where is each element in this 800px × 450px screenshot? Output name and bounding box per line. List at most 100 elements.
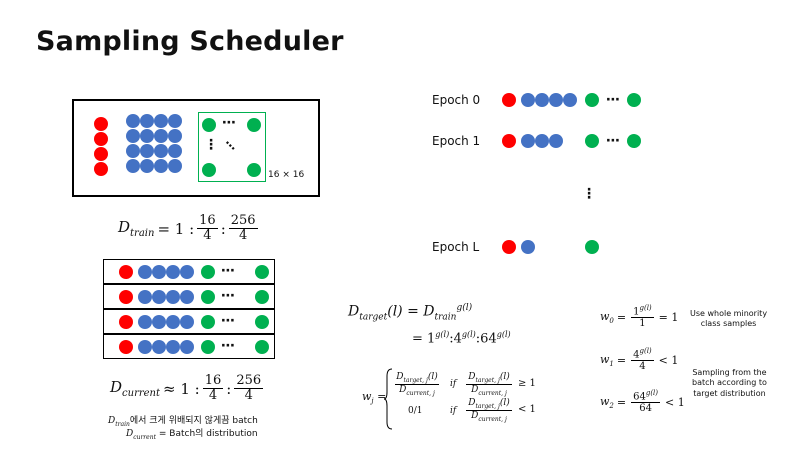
weight-note-line: batch according to xyxy=(692,378,767,388)
majority-sample xyxy=(202,163,216,177)
case2-value: 0/1 xyxy=(408,406,423,416)
epochs-vertical-ellipsis: ⋮ xyxy=(582,186,597,202)
middle-sample xyxy=(154,129,168,143)
case1-compare: ≥ 1 xyxy=(518,378,536,389)
case2-compare: < 1 xyxy=(518,404,536,415)
majority-sample xyxy=(585,134,599,148)
middle-sample xyxy=(549,134,563,148)
majority-sample xyxy=(201,290,215,304)
majority-sample xyxy=(201,315,215,329)
epoch-1-ellipsis: ⋯ xyxy=(606,133,621,149)
middle-sample xyxy=(140,129,154,143)
horizontal-ellipsis: ⋯ xyxy=(222,115,237,131)
epoch-1-label: Epoch 1 xyxy=(432,134,481,148)
dataset-box xyxy=(72,99,320,197)
middle-sample xyxy=(152,340,166,354)
middle-sample xyxy=(168,159,182,173)
target-formula-line-1: Dtarget(l) = Dtraing(l) xyxy=(348,303,473,323)
majority-sample xyxy=(627,134,641,148)
middle-sample xyxy=(138,340,152,354)
majority-sample xyxy=(255,340,269,354)
middle-sample xyxy=(521,240,535,254)
note-line-2: Dcurrent = Batch의 distribution xyxy=(126,429,258,441)
middle-sample xyxy=(138,290,152,304)
majority-sample xyxy=(201,265,215,279)
minority-sample xyxy=(94,147,108,161)
majority-sample xyxy=(585,93,599,107)
weight-w0-formula: w0=1g(l)1= 1 xyxy=(600,304,679,330)
middle-sample xyxy=(166,315,180,329)
majority-sample xyxy=(202,118,216,132)
middle-sample xyxy=(154,159,168,173)
grid-size-label: 16 × 16 xyxy=(268,170,305,180)
middle-sample xyxy=(180,315,194,329)
middle-sample xyxy=(521,93,535,107)
batch-row xyxy=(103,334,275,359)
minority-sample xyxy=(94,132,108,146)
middle-sample xyxy=(535,134,549,148)
majority-sample xyxy=(255,290,269,304)
batch-row xyxy=(103,259,275,284)
batch-ellipsis: ⋯ xyxy=(221,263,236,279)
minority-sample xyxy=(119,290,133,304)
target-formula-line-2: = 1g(l):4g(l):64g(l) xyxy=(412,330,511,347)
case2-condition: Dtarget, j(l) Dcurrent, j xyxy=(466,398,512,423)
middle-sample xyxy=(521,134,535,148)
majority-sample xyxy=(247,163,261,177)
majority-sample xyxy=(247,118,261,132)
middle-sample xyxy=(168,114,182,128)
slide-title: Sampling Scheduler xyxy=(36,26,344,57)
note-line-1: Dtrain에서 크게 위배되지 않게끔 batch xyxy=(108,416,258,428)
weight-note-line: Use whole minority xyxy=(690,309,768,318)
case1-value: Dtarget, j(l) Dcurrent, j xyxy=(395,372,439,397)
majority-sample xyxy=(627,93,641,107)
middle-sample xyxy=(180,265,194,279)
middle-sample xyxy=(126,159,140,173)
piecewise-brace xyxy=(384,368,393,430)
middle-sample xyxy=(166,340,180,354)
minority-sample xyxy=(502,93,516,107)
weight-note-line: Sampling from the xyxy=(692,368,767,377)
majority-sample xyxy=(585,240,599,254)
middle-sample xyxy=(549,93,563,107)
middle-sample xyxy=(168,129,182,143)
minority-sample xyxy=(119,340,133,354)
majority-sample xyxy=(201,340,215,354)
middle-sample xyxy=(563,93,577,107)
middle-sample xyxy=(140,114,154,128)
middle-sample xyxy=(168,144,182,158)
middle-sample xyxy=(138,265,152,279)
middle-sample xyxy=(166,290,180,304)
majority-grid-box xyxy=(198,112,266,182)
middle-sample xyxy=(154,144,168,158)
minority-sample xyxy=(94,117,108,131)
batch-ellipsis: ⋯ xyxy=(221,338,236,354)
batch-row xyxy=(103,309,275,334)
weight-note-line: target distribution xyxy=(693,388,766,398)
middle-sample xyxy=(140,159,154,173)
majority-sample xyxy=(255,315,269,329)
middle-sample xyxy=(126,144,140,158)
weight-lhs: wj = xyxy=(362,390,387,406)
middle-sample xyxy=(126,129,140,143)
middle-sample xyxy=(140,144,154,158)
middle-sample xyxy=(152,265,166,279)
majority-sample xyxy=(255,265,269,279)
case1-condition: Dtarget, j(l) Dcurrent, j xyxy=(466,372,512,397)
epoch-0-ellipsis: ⋯ xyxy=(606,92,621,108)
batch-ellipsis: ⋯ xyxy=(221,288,236,304)
epoch-0-label: Epoch 0 xyxy=(432,93,481,107)
middle-sample xyxy=(166,265,180,279)
minority-sample xyxy=(119,265,133,279)
case2-if: if xyxy=(450,406,457,416)
case1-if: if xyxy=(450,379,457,389)
minority-sample xyxy=(502,240,516,254)
middle-sample xyxy=(535,93,549,107)
vertical-ellipsis: ⋮ xyxy=(204,137,219,153)
minority-sample xyxy=(119,315,133,329)
middle-sample xyxy=(138,315,152,329)
